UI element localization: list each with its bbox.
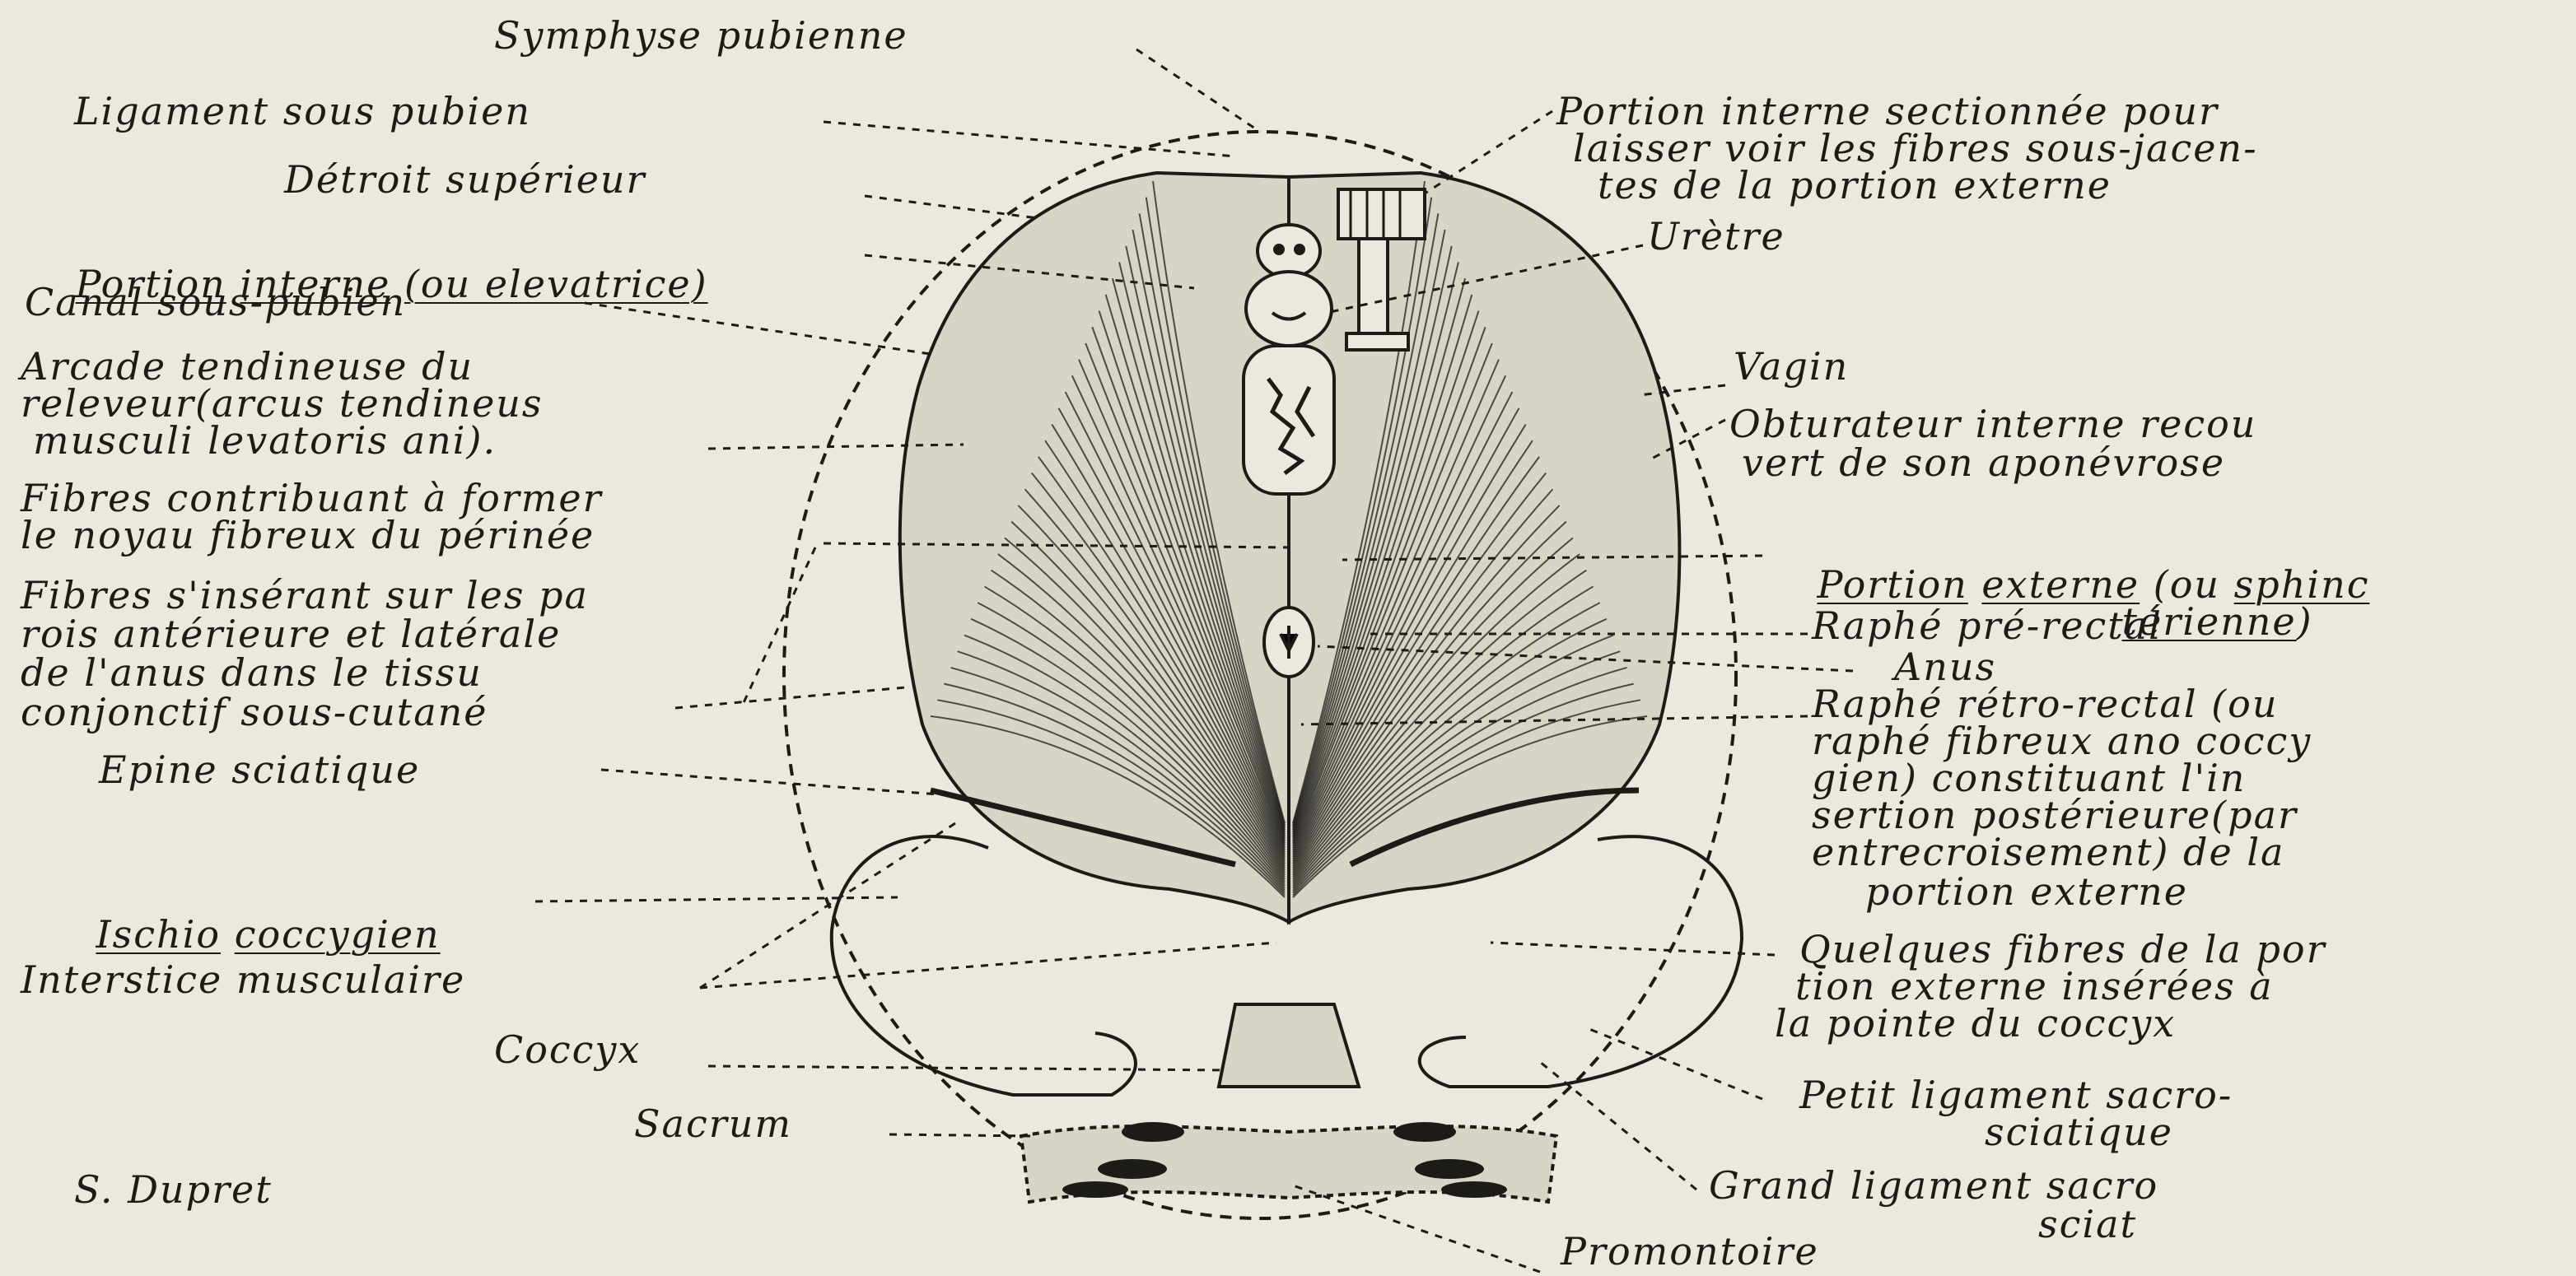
label-promontoire: Promontoire: [1561, 1231, 1819, 1272]
label-fibres-anus-4: conjonctif sous-cutané: [21, 692, 488, 733]
label-portion-interne-c: (ou elevatrice): [404, 262, 708, 306]
label-petit-ligament-2: sciatique: [1985, 1111, 2173, 1153]
label-detroit-superieur: Détroit supérieur: [284, 159, 646, 200]
label-ischio-b: coccygien: [235, 912, 441, 957]
label-fibres-anus-3: de l'anus dans le tissu: [21, 652, 483, 693]
label-vagin: Vagin: [1734, 346, 1849, 387]
signature: S. Dupret: [74, 1169, 273, 1210]
label-epine-sciatique: Epine sciatique: [99, 749, 420, 790]
label-ischio-a: Ischio: [96, 912, 222, 957]
label-interstice: Interstice musculaire: [21, 959, 465, 1000]
coccyx: [1219, 1004, 1359, 1087]
label-obturateur-2: vert de son aponévrose: [1742, 442, 2225, 483]
label-grand-ligament-2: sciat: [2038, 1204, 2137, 1245]
vagina: [1244, 272, 1334, 494]
label-grand-ligament-1: Grand ligament sacro: [1709, 1165, 2158, 1206]
label-sacrum: Sacrum: [634, 1103, 792, 1144]
label-uretre: Urètre: [1647, 216, 1785, 257]
label-portion-externe-a: Portion: [1818, 562, 1968, 607]
sacral-foramen: [1098, 1159, 1167, 1179]
label-quelques-fibres-3: la pointe du coccyx: [1775, 1003, 2176, 1044]
label-obturateur-1: Obturateur interne recou: [1729, 403, 2256, 445]
sacral-foramen: [1122, 1122, 1184, 1142]
label-portion-sectionnee-3: tes de la portion externe: [1598, 165, 2112, 206]
anus: [1264, 608, 1314, 677]
label-canal-sous-pubien: Canal sous-pubien: [25, 282, 406, 323]
label-fibres-anus-2: rois antérieure et latérale: [21, 613, 561, 654]
label-portion-externe-f: ): [2297, 599, 2313, 644]
label-fibres-anus-1: Fibres s'insérant sur les pa: [21, 575, 589, 616]
label-raphe-pre-rectal: Raphé pré-rectal: [1812, 605, 2163, 646]
sacral-foramen: [1393, 1122, 1456, 1142]
sacral-foramen: [1062, 1181, 1128, 1198]
urethra: [1258, 225, 1320, 277]
label-symphyse: Symphyse pubienne: [494, 15, 908, 56]
sacral-foramen: [1415, 1159, 1484, 1179]
label-coccyx: Coccyx: [494, 1029, 641, 1070]
label-raphe-retro-6: portion externe: [1865, 871, 2188, 912]
label-fibres-noyau-2: le noyau fibreux du périnée: [21, 515, 595, 556]
label-arcade-3: musculi levatoris ani).: [33, 420, 497, 461]
label-ligament-sous-pubien: Ligament sous pubien: [74, 91, 531, 132]
label-raphe-retro-5: entrecroisement) de la: [1812, 831, 2284, 873]
sacral-foramen: [1441, 1181, 1507, 1198]
